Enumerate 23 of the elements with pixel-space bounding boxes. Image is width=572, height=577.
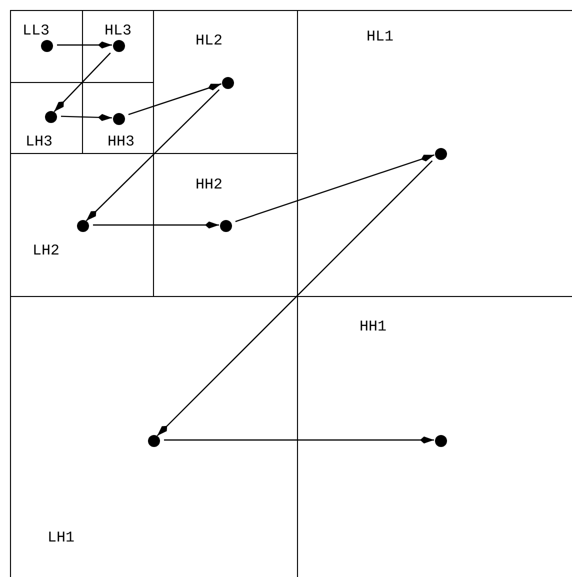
subband-region: [297, 10, 572, 296]
arrow: [54, 52, 111, 112]
subband-label: HH2: [196, 178, 222, 192]
subband-region: [297, 296, 572, 577]
subband-label: HL1: [366, 30, 394, 44]
subband-label: HL3: [104, 24, 132, 38]
subband-label: HH3: [108, 134, 134, 150]
arrow: [156, 160, 433, 436]
subband-label: LH2: [32, 244, 60, 258]
subband-label: LL3: [22, 24, 50, 38]
subband-label: LH1: [48, 530, 74, 546]
arrow: [93, 222, 219, 228]
subband-label: HH1: [360, 320, 386, 334]
arrow: [235, 154, 434, 222]
arrow: [128, 83, 222, 116]
arrow: [60, 114, 112, 122]
subband-label: LH3: [26, 134, 52, 150]
arrow: [164, 436, 434, 444]
arrow: [57, 42, 112, 48]
subband-label: HL2: [196, 34, 222, 48]
subband-region: [10, 10, 82, 82]
subband-region: [10, 296, 297, 577]
arrow: [86, 89, 220, 222]
